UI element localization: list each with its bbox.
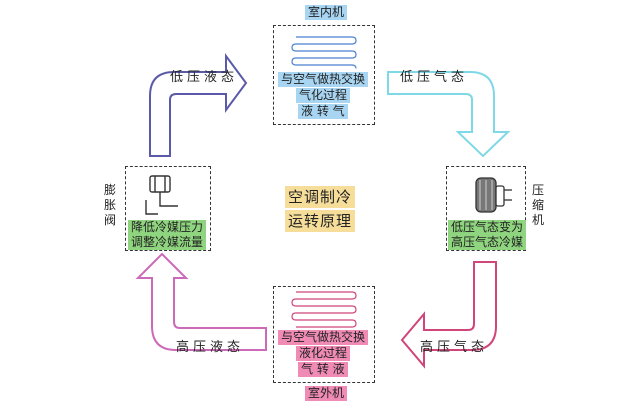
compressor-line-1: 低压气态变为 [448,220,527,235]
indoor-coil-graphic [291,36,357,69]
flow-label-high-pressure-gas: 高压气态 [420,340,489,355]
flow-label-low-pressure-liquid: 低压液态 [170,70,239,85]
compressor-box [446,166,526,251]
compressor-icon [475,177,512,213]
arrow-low-pressure-liquid [149,52,248,157]
arrow-high-pressure-gas [400,261,497,369]
indoor-line-2: 气化过程 [296,88,351,103]
expansion-valve-line-1: 降低冷媒压力 [128,220,207,235]
arrow-high-pressure-liquid [135,252,267,351]
flow-label-high-pressure-liquid: 高压液态 [176,340,245,355]
outdoor-line-1: 与空气做热交换 [278,330,369,345]
flow-label-low-pressure-gas: 低压气态 [400,70,469,85]
indoor-unit-title: 室内机 [305,5,348,20]
indoor-line-3: 液 转 气 [298,104,348,119]
outdoor-line-3: 气 转 液 [298,362,348,377]
center-title-line-2: 运转原理 [285,210,356,232]
compressor-name: 压缩机 [531,183,544,227]
center-title-line-1: 空调制冷 [285,186,356,208]
indoor-line-1: 与空气做热交换 [278,72,369,87]
outdoor-unit-box [273,286,375,383]
outdoor-line-2: 液化过程 [296,346,351,361]
arrow-low-pressure-gas [387,71,511,158]
expansion-valve-line-2: 调整冷媒流量 [128,235,207,250]
expansion-valve-icon [145,175,178,215]
outdoor-unit-title: 室外机 [305,386,348,401]
expansion-valve-box [125,166,211,251]
outdoor-coil-graphic [291,291,357,328]
expansion-valve-name: 膨胀阀 [103,183,116,227]
compressor-line-2: 高压气态冷媒 [448,235,527,250]
indoor-unit-box [273,25,375,125]
